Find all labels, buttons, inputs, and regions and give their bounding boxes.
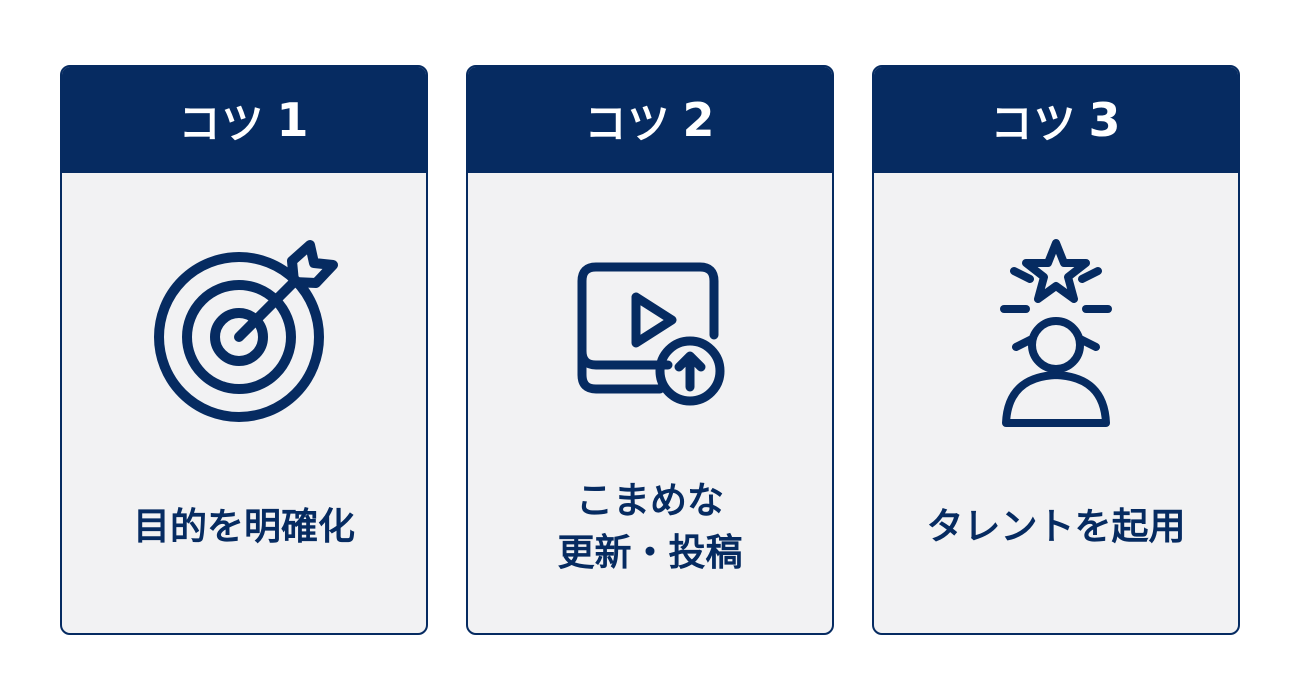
star-person-icon bbox=[874, 235, 1238, 435]
video-upload-icon bbox=[468, 235, 832, 435]
tip-card-label: タレントを起用 bbox=[874, 467, 1238, 587]
tip-card-label-line: こまめな bbox=[576, 479, 724, 522]
tip-card-label-line: 更新・投稿 bbox=[557, 531, 743, 574]
tip-card-header-word: コツ bbox=[178, 98, 265, 148]
tip-card-label: こまめな 更新・投稿 bbox=[468, 467, 832, 587]
tip-card-3: コツ 3 タレントを起用 bbox=[872, 65, 1240, 635]
tip-card-label-line: 目的を明確化 bbox=[133, 505, 355, 548]
tip-card-1: コツ 1 目的を明確化 bbox=[60, 65, 428, 635]
tip-card-header: コツ 2 bbox=[468, 67, 832, 173]
tip-card-header: コツ 1 bbox=[62, 67, 426, 173]
tip-card-header-number: 3 bbox=[1088, 93, 1122, 147]
tip-card-2: コツ 2 こまめな 更新・投稿 bbox=[466, 65, 834, 635]
tip-card-header-number: 2 bbox=[682, 93, 716, 147]
tip-card-label: 目的を明確化 bbox=[62, 467, 426, 587]
tip-card-header-word: コツ bbox=[990, 98, 1077, 148]
tip-card-header-number: 1 bbox=[276, 93, 310, 147]
target-arrow-icon bbox=[62, 235, 426, 435]
tip-card-header: コツ 3 bbox=[874, 67, 1238, 173]
tip-card-header-word: コツ bbox=[584, 98, 671, 148]
tip-card-label-line: タレントを起用 bbox=[926, 505, 1186, 548]
